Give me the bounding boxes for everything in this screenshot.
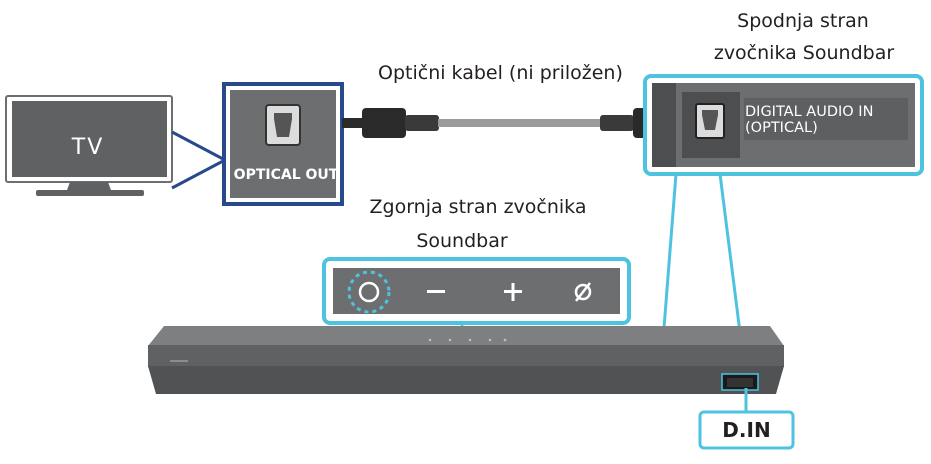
- d-in-callout: [698, 410, 795, 450]
- bottom-side-label-line2: zvočnika Soundbar: [713, 42, 895, 64]
- tv-label: TV: [71, 135, 105, 160]
- optical-out-panel: [222, 82, 344, 206]
- top-side-label-line2: Soundbar: [416, 230, 508, 252]
- volume-down-icon: [427, 290, 445, 293]
- volume-up-icon: [504, 283, 522, 301]
- top-controls-panel: [322, 257, 631, 338]
- d-in-label: D.IN: [722, 418, 771, 442]
- tv-icon: [5, 95, 229, 196]
- digital-audio-in-label: DIGITAL AUDIO IN (OPTICAL): [745, 104, 873, 136]
- power-button-icon: [347, 270, 391, 314]
- optical-port-icon: [265, 104, 301, 146]
- bottom-side-label-line1: Spodnja stran: [737, 10, 869, 32]
- soundbar-icon: [148, 326, 784, 394]
- digital-audio-in-panel: [643, 74, 924, 176]
- optical-out-label: OPTICAL OUT: [233, 167, 339, 183]
- cable-label: Optični kabel (ni priložen): [378, 62, 623, 84]
- digital-audio-in-line2: (OPTICAL): [745, 120, 818, 136]
- mute-icon: [574, 282, 592, 302]
- digital-audio-in-line1: DIGITAL AUDIO IN: [745, 104, 874, 120]
- top-side-label-line1: Zgornja stran zvočnika: [369, 196, 587, 218]
